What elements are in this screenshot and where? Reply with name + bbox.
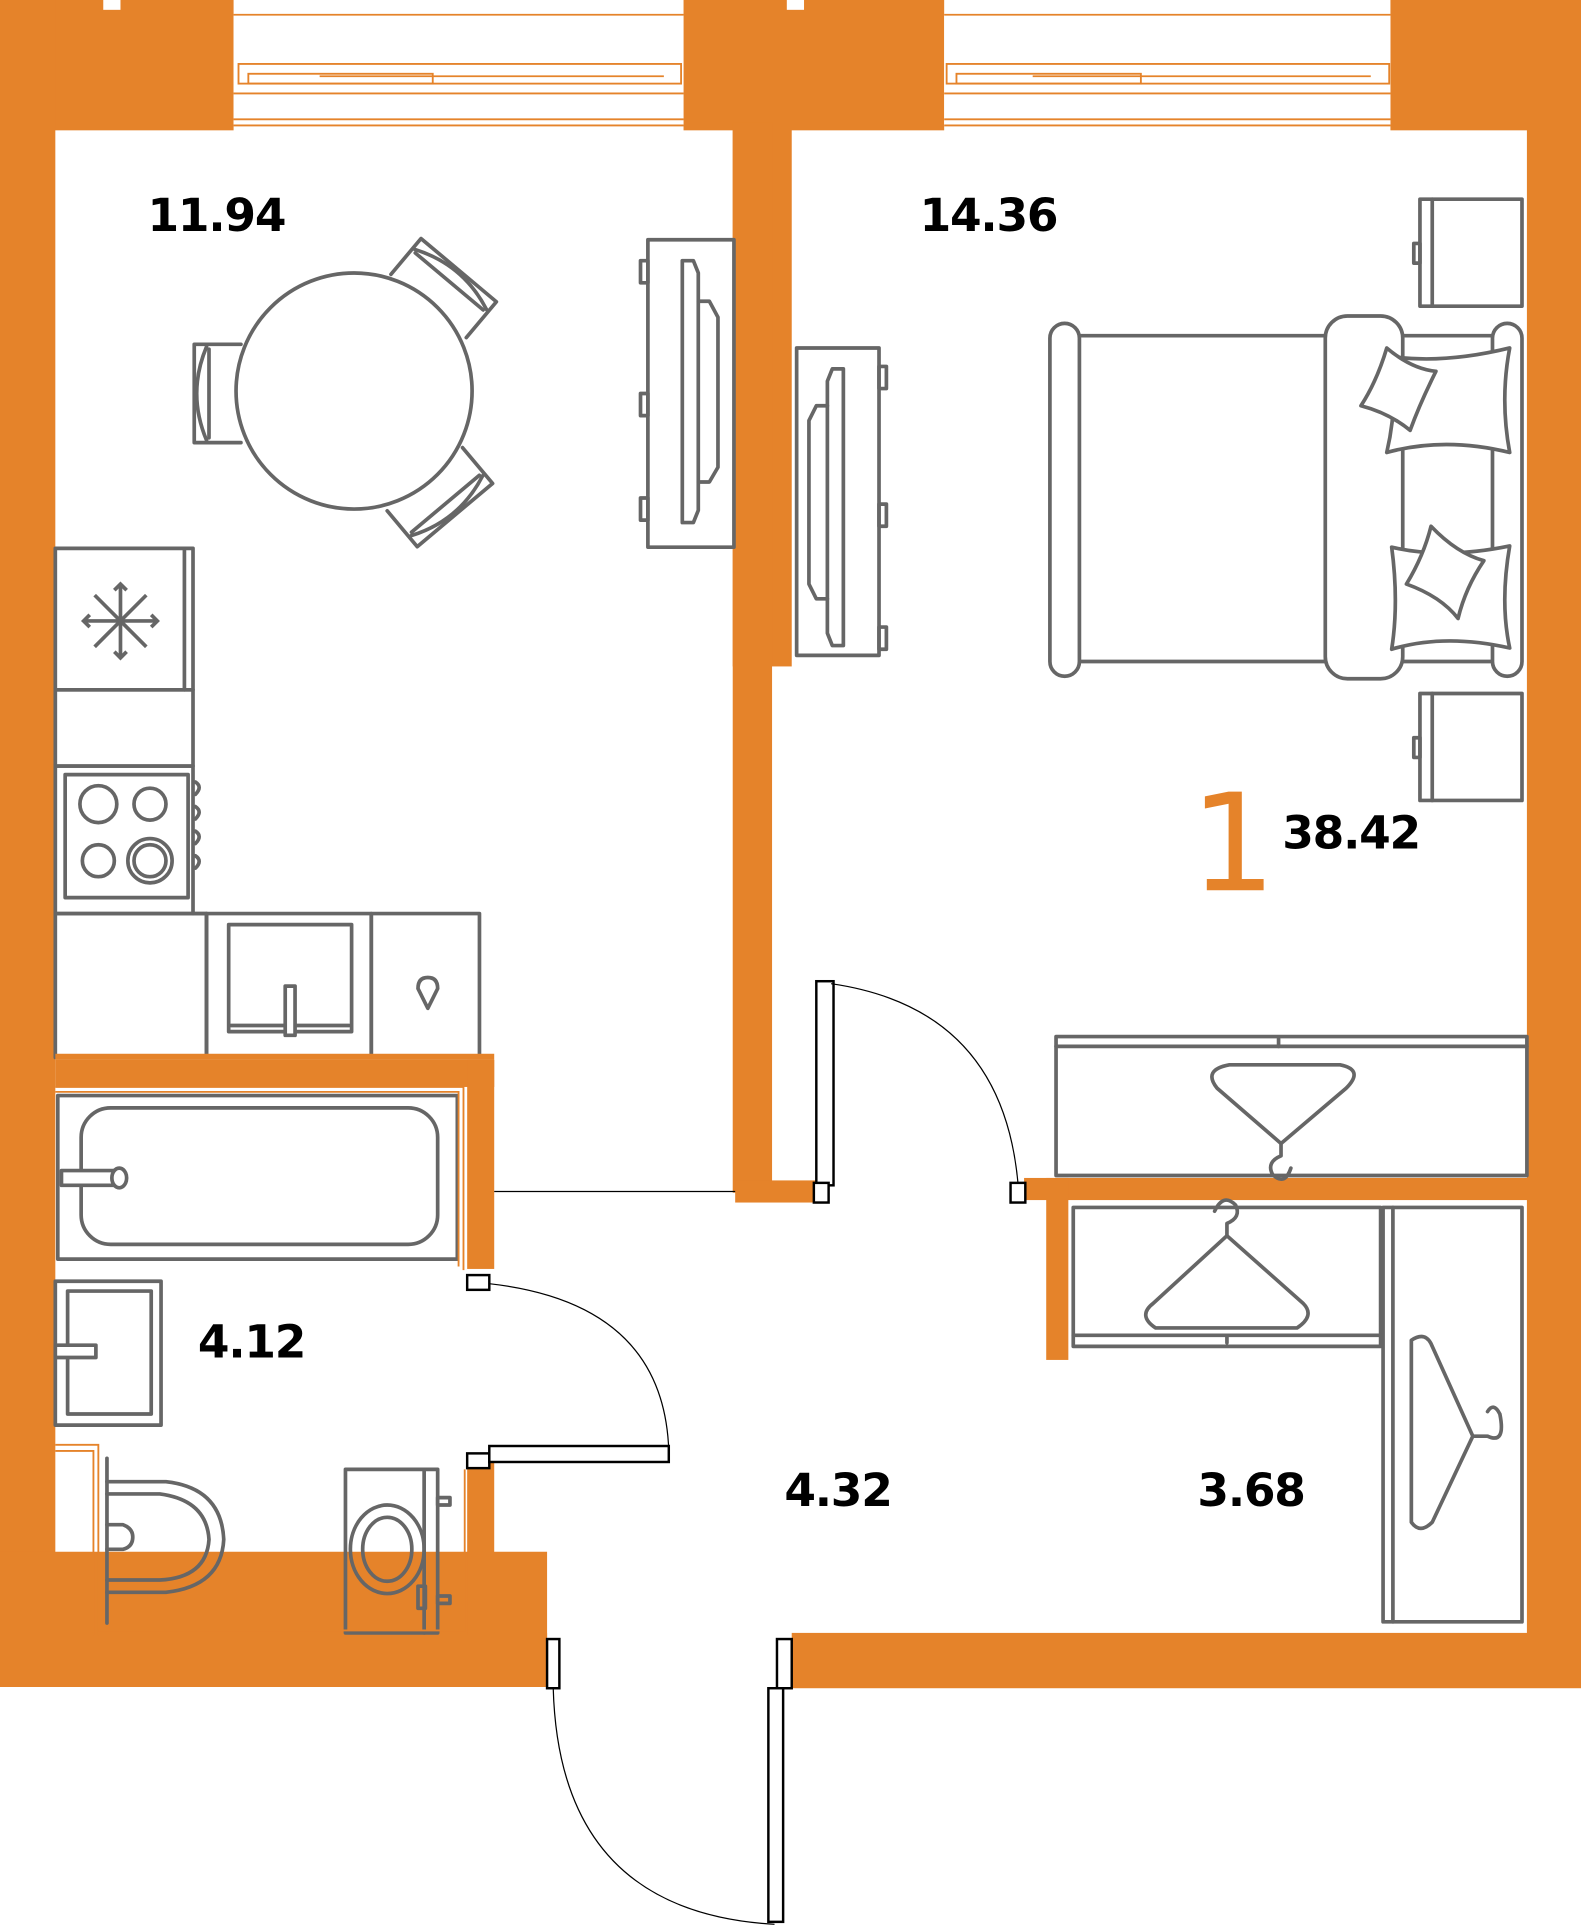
- wall-bath-right: [467, 1059, 495, 1269]
- wall-bottom-right: [791, 1632, 1581, 1689]
- double-bed: [1048, 314, 1524, 681]
- wall-bath-top: [55, 1059, 495, 1087]
- room-area-kitchen: 11.94: [148, 189, 286, 242]
- door-bedroom[interactable]: [812, 979, 1027, 1204]
- wardrobe: [1071, 1198, 1383, 1349]
- dining-chair: [385, 445, 495, 549]
- wall-bath-right-lower: [467, 1460, 495, 1636]
- washbasin: [53, 1279, 163, 1427]
- washing-machine: [343, 1467, 452, 1635]
- wardrobe: [1381, 1205, 1524, 1624]
- dishwasher-counter: [369, 911, 482, 1060]
- room-area-wardrobe: 3.68: [1197, 1464, 1304, 1517]
- snowflake-icon: [80, 581, 160, 661]
- hanger-icon: [1143, 1198, 1310, 1330]
- tv-stand-kitchen: [638, 237, 736, 550]
- dining-table-set: [192, 236, 499, 549]
- wall-wardrobe-left: [1046, 1177, 1069, 1360]
- toilet: [55, 1443, 226, 1636]
- kitchen-counter: [53, 687, 195, 768]
- wardrobe: [1054, 1034, 1529, 1181]
- stove: [53, 764, 201, 916]
- window-left: [233, 13, 684, 127]
- rooms-count: 1: [1190, 764, 1276, 922]
- wall-bottom-left-lower: [0, 1632, 548, 1687]
- water-drop-icon: [416, 975, 440, 1011]
- dining-chair: [389, 236, 499, 340]
- wall-top-center: [683, 0, 945, 131]
- wall-left: [0, 0, 56, 1638]
- tv-stand-bedroom: [794, 346, 889, 658]
- door-entrance[interactable]: [545, 1637, 793, 1925]
- wall-center-lower: [732, 122, 773, 1193]
- pillow: [1359, 346, 1438, 433]
- room-area-bathroom: 4.12: [198, 1315, 305, 1368]
- door-bathroom[interactable]: [465, 1273, 671, 1470]
- hanger-icon: [1210, 1062, 1356, 1181]
- sink: [204, 911, 374, 1060]
- room-area-hallway: 4.32: [784, 1464, 891, 1517]
- pillow: [1404, 524, 1486, 621]
- wall-right: [1526, 0, 1581, 1638]
- total-area: 38.42: [1282, 806, 1420, 859]
- walls: [0, 0, 1581, 1689]
- nightstand: [1411, 197, 1524, 309]
- window-right: [944, 13, 1391, 127]
- dining-table: [234, 271, 474, 511]
- hanger-icon: [1409, 1334, 1504, 1531]
- kitchen-counter: [53, 911, 209, 1060]
- room-area-bedroom: 14.36: [920, 189, 1058, 242]
- refrigerator: [53, 546, 195, 692]
- wall-center-foot: [735, 1180, 817, 1203]
- wall-wardrobe-top: [1024, 1177, 1529, 1201]
- dining-chair: [192, 342, 243, 445]
- nightstand: [1411, 691, 1524, 803]
- bathtub: [55, 1086, 465, 1271]
